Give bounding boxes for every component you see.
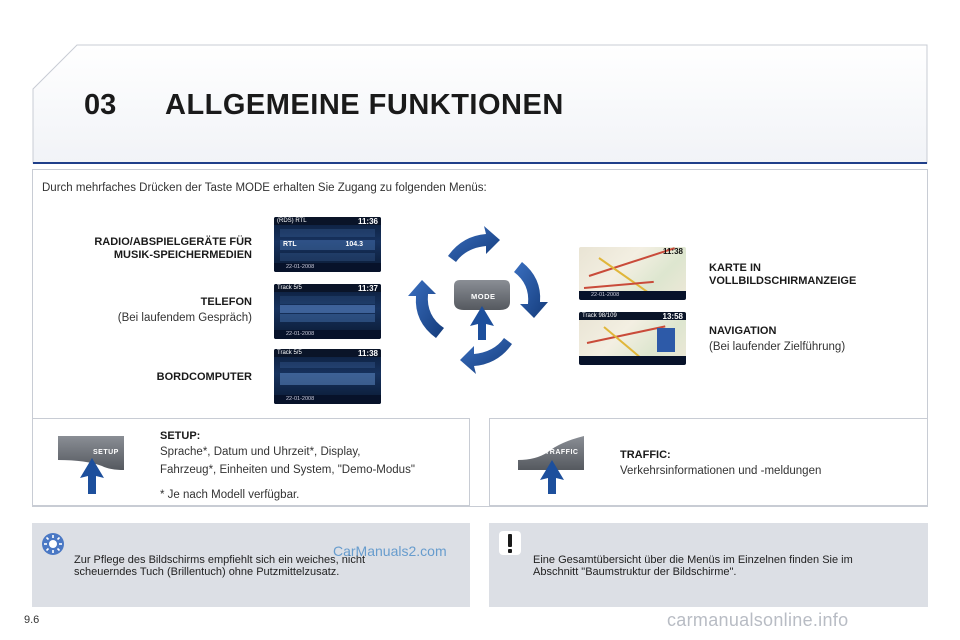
setup-title: SETUP: [160, 430, 201, 442]
telefon-screen-topbar: Track 5/5 [274, 284, 381, 292]
menu-karte-title-2: VOLLBILDSCHIRMANZEIGE [709, 275, 857, 287]
care-note-line-1: Zur Pflege des Bildschirms empfiehlt sic… [74, 554, 366, 566]
overview-note-line-2: Abschnitt "Baumstruktur der Bildschirme"… [533, 566, 737, 578]
radio-screen-topbar: (RDS) RTL [274, 217, 381, 225]
radio-screen-date: 22-01-2008 [286, 264, 315, 270]
radio-row-1 [280, 229, 375, 237]
menu-navigation-title: NAVIGATION [709, 325, 777, 337]
menu-navigation-subtitle: (Bei laufender Zielführung) [709, 341, 846, 353]
setup-key-icon [58, 436, 124, 494]
nav-screen-topbar: Track 98/109 [579, 312, 686, 320]
menu-radio-title-2: MUSIK-SPEICHERMEDIEN [113, 249, 252, 261]
chapter-number: 03 [84, 89, 117, 121]
chapter-title: ALLGEMEINE FUNKTIONEN [165, 89, 564, 121]
telefon-row-3 [280, 314, 375, 322]
map-screen-date: 22-01-2008 [591, 292, 620, 298]
setup-line-1: Sprache*, Datum und Uhrzeit*, Display, [160, 446, 361, 458]
map-screen-clock: 11:38 [662, 247, 683, 256]
bord-row-1 [280, 362, 375, 368]
warning-icon [499, 531, 521, 555]
radio-screen: (RDS) RTL 11:36 RTL 104.3 22-01-2008 [274, 217, 381, 272]
nav-direction-panel [657, 328, 675, 352]
mode-cycle-diagram [408, 226, 548, 374]
header-frame [32, 44, 928, 164]
menu-telefon-subtitle: (Bei laufendem Gespräch) [117, 312, 252, 324]
setup-footnote: * Je nach Modell verfügbar. [160, 489, 300, 501]
overview-note-line-1: Eine Gesamtübersicht über die Menüs im E… [533, 554, 853, 566]
menu-karte-label: KARTE IN VOLLBILDSCHIRMANZEIGE [709, 262, 919, 288]
setup-key-label: SETUP [93, 449, 119, 456]
page-number: 9.6 [24, 614, 40, 626]
telefon-screen: Track 5/5 11:37 22-01-2008 [274, 284, 381, 339]
telefon-row-1 [280, 296, 375, 304]
menu-telefon-title: TELEFON [200, 296, 252, 308]
traffic-key-icon [518, 436, 584, 494]
chapter-header: 03 ALLGEMEINE FUNKTIONEN [32, 44, 928, 164]
footer-watermark: carmanualsonline.info [667, 610, 849, 630]
map-screen: 11:38 22-01-2008 [579, 247, 686, 300]
bord-screen-date: 22-01-2008 [286, 396, 315, 402]
traffic-text: Verkehrsinformationen und -meldungen [620, 465, 822, 477]
arrow-right-icon [514, 262, 548, 318]
intro-text: Durch mehrfaches Drücken der Taste MODE … [42, 182, 487, 194]
mode-key-icon [454, 280, 510, 310]
radio-station: RTL [283, 241, 297, 248]
traffic-title: TRAFFIC: [620, 449, 671, 461]
telefon-screen-clock: 11:37 [357, 284, 378, 293]
traffic-key-label: TRAFFIC [545, 449, 579, 456]
bord-screen-clock: 11:38 [357, 349, 378, 358]
map-road-1 [588, 247, 675, 277]
arrow-left-icon [408, 280, 444, 338]
arrow-top-icon [448, 226, 500, 262]
map-screen-bottombar: 22-01-2008 [579, 291, 686, 300]
navigation-screen: Track 98/109 13:58 [579, 312, 686, 365]
radio-screen-bottombar: 22-01-2008 [274, 263, 381, 272]
nav-road-1 [586, 325, 666, 344]
arrow-bottom-icon [460, 338, 512, 374]
setup-line-2: Fahrzeug*, Einheiten und System, "Demo-M… [160, 464, 415, 476]
overview-note-box [489, 523, 928, 607]
nav-screen-bottombar [579, 356, 686, 365]
bord-row-2 [280, 373, 375, 385]
menu-radio-label: RADIO/ABSPIELGERÄTE FÜR MUSIK-SPEICHERME… [40, 236, 252, 262]
care-note-box [32, 523, 470, 607]
radio-row-3 [280, 253, 375, 261]
menu-bordcomputer-title: BORDCOMPUTER [156, 371, 252, 383]
mode-key-label: MODE [471, 292, 496, 301]
nav-screen-clock: 13:58 [662, 312, 683, 321]
telefon-screen-bottombar: 22-01-2008 [274, 330, 381, 339]
radio-row-2: RTL 104.3 [280, 240, 375, 250]
radio-frequency: 104.3 [345, 241, 363, 248]
sun-icon [42, 533, 64, 555]
care-note-line-2: scheuerndes Tuch (Brillentuch) ohne Putz… [74, 566, 340, 578]
carmanuals-watermark: CarManuals2.com [333, 543, 447, 559]
bord-screen-bottombar: 22-01-2008 [274, 395, 381, 404]
telefon-screen-date: 22-01-2008 [286, 331, 315, 337]
menu-radio-title-1: RADIO/ABSPIELGERÄTE FÜR [94, 236, 252, 248]
telefon-row-2 [280, 305, 375, 313]
menu-karte-title-1: KARTE IN [709, 262, 761, 274]
bordcomputer-screen: Track 5/5 11:38 22-01-2008 [274, 349, 381, 404]
radio-screen-clock: 11:36 [357, 217, 378, 226]
mode-press-arrow-icon [470, 306, 494, 340]
bord-screen-topbar: Track 5/5 [274, 349, 381, 357]
